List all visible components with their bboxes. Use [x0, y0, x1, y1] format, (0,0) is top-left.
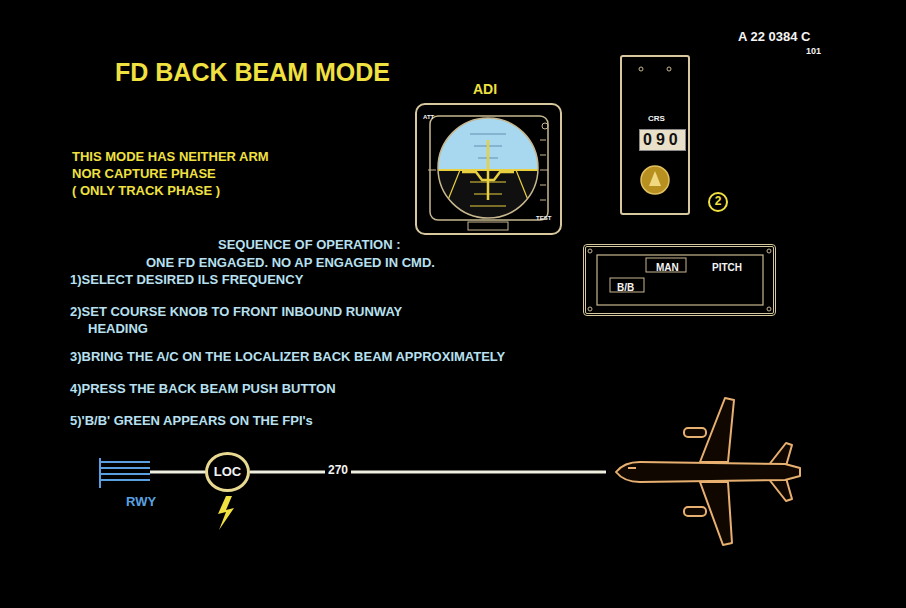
node-text: B/B — [617, 282, 634, 294]
lightning-symbol — [218, 496, 234, 530]
callout-circle — [709, 193, 727, 211]
note-text: ( ONLY TRACK PHASE ) — [72, 184, 220, 199]
localizer-antenna: LOC — [205, 452, 250, 492]
sequence-condition: ONE FD ENGAGED. NO AP ENGAGED IN CMD. — [146, 256, 435, 271]
step-text: 5)'B/B' GREEN APPEARS ON THE FPI's — [70, 414, 313, 429]
node-heading: ADI — [473, 81, 497, 97]
diagram-title: FD BACK BEAM MODE — [115, 58, 390, 87]
runway-label: RWY — [126, 495, 156, 510]
centerline — [150, 471, 206, 474]
course-value: 270 — [325, 464, 351, 478]
node-text: PITCH — [712, 262, 742, 274]
node-text: TEST — [536, 215, 551, 222]
adi-sphere — [430, 110, 550, 230]
page-number: 101 — [806, 46, 821, 56]
adi-scale — [428, 123, 548, 230]
mode-annunciator-panel: MAN PITCH B/B — [583, 244, 776, 316]
callout-number: 2 — [715, 195, 722, 209]
knob-pointer — [649, 171, 661, 186]
course-selector-panel: CRS 090 — [620, 55, 690, 215]
step-text: 3)BRING THE A/C ON THE LOCALIZER BACK BE… — [70, 350, 505, 365]
step-text: 2)SET COURSE KNOB TO FRONT INBOUND RUNWA… — [70, 303, 433, 337]
node-heading: MAN — [656, 262, 679, 274]
course-knob — [641, 166, 669, 194]
aircraft — [616, 398, 800, 545]
back-beam-course — [250, 471, 606, 474]
annunciator-window — [597, 255, 763, 305]
step-text: 4)PRESS THE BACK BEAM PUSH BUTTON — [70, 382, 336, 397]
fd-command-bars — [462, 140, 514, 200]
runway-symbol — [100, 458, 150, 488]
course-digits: 090 — [639, 129, 686, 151]
note-text: NOR CAPTURE PHASE — [72, 167, 216, 182]
node-heading: CRS — [648, 114, 665, 123]
adi-instrument: ADIATTTEST — [415, 103, 562, 235]
sequence-heading: SEQUENCE OF OPERATION : — [218, 238, 401, 253]
step-text: 1)SELECT DESIRED ILS FREQUENCY — [70, 273, 303, 288]
node-heading: LOC — [214, 465, 241, 480]
note-text: THIS MODE HAS NEITHER ARM — [72, 150, 269, 165]
document-number: A 22 0384 C — [738, 30, 811, 45]
node-text: ATT — [423, 114, 434, 121]
